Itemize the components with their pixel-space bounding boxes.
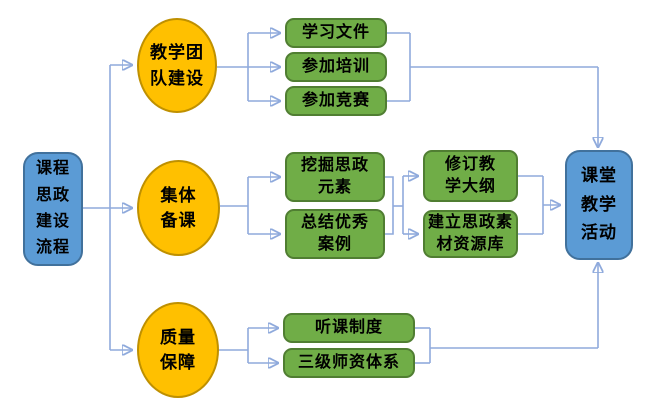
connector-start-to-stages — [83, 65, 132, 350]
connector-prep-to-tasks — [220, 177, 280, 234]
task-attend-training: 参加培训 — [285, 52, 387, 82]
connector-team-to-tasks — [217, 33, 280, 101]
start-node: 课程 思政 建设 流程 — [23, 152, 83, 266]
task-revise-syllabus: 修订教 学大纲 — [423, 150, 518, 202]
connector-prep-tasks-to-outputs — [385, 176, 418, 234]
connector-bottom-tasks-to-end — [415, 263, 598, 364]
connector-top-tasks-to-end — [387, 32, 598, 147]
connector-outputs-to-end — [518, 175, 560, 235]
task-class-observation-system: 听课制度 — [283, 313, 415, 343]
task-three-level-teacher-system: 三级师资体系 — [283, 348, 415, 378]
task-summarize-best-cases: 总结优秀 案例 — [285, 209, 385, 259]
task-study-documents: 学习文件 — [285, 18, 387, 48]
connector-quality-to-tasks — [219, 328, 278, 363]
stage-quality-assurance: 质量 保障 — [137, 302, 219, 398]
stage-team-building: 教学团 队建设 — [137, 18, 217, 113]
task-build-resource-library: 建立思政素 材资源库 — [423, 210, 518, 258]
end-node: 课堂 教学 活动 — [565, 150, 633, 260]
task-attend-competitions: 参加竞赛 — [285, 86, 387, 116]
stage-collective-prep: 集体 备课 — [137, 160, 220, 256]
task-mine-ideological-elements: 挖掘思政 元素 — [285, 152, 385, 202]
